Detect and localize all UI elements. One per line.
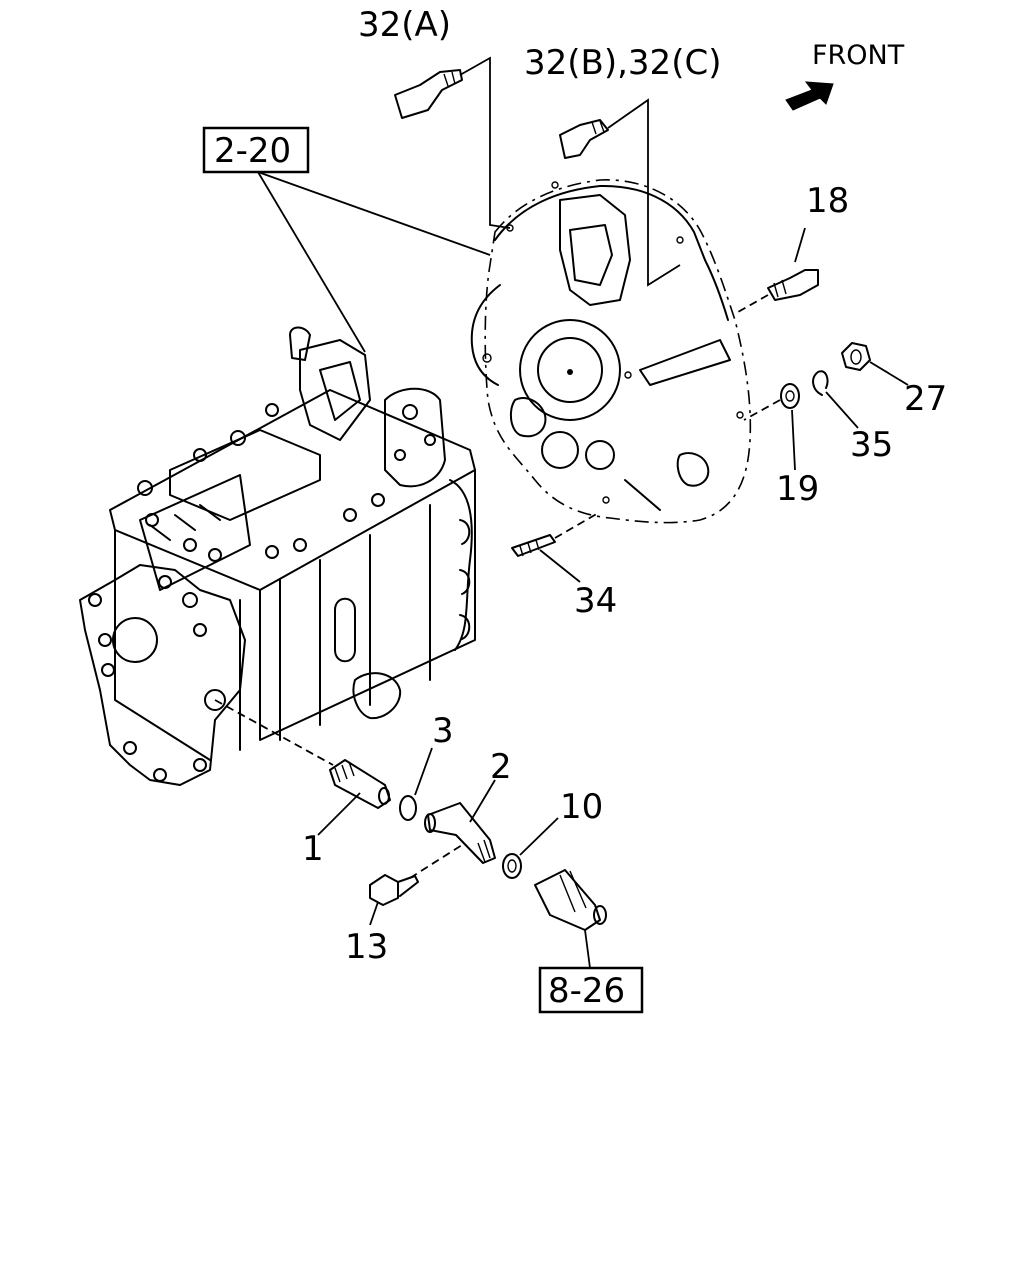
front-indicator: FRONT [785,40,905,111]
transmission-case [79,326,476,786]
part-1-driven-gear [329,759,391,809]
callout-34: 34 [574,581,617,621]
front-label: FRONT [812,40,905,71]
callout-32bc: 32(B),32(C) [524,43,721,83]
flywheel-housing [470,179,752,524]
callout-10: 10 [560,787,603,827]
ref-box-2-20: 2-20 [202,126,310,174]
part-34-stud [511,534,556,557]
ref-box-8-26: 8-26 [538,966,644,1014]
speed-sensor [534,869,607,931]
callout-3: 3 [432,711,454,751]
front-arrow-icon [785,81,834,111]
part-32bc-bolt [559,119,609,159]
callout-13: 13 [345,927,388,967]
callout-1: 1 [302,829,324,869]
part-32a-stud [394,69,463,119]
callout-18: 18 [806,181,849,221]
callout-35: 35 [850,425,893,465]
part-10-ring [502,853,522,879]
leader-lines [214,56,909,969]
ref-box-2-20-text: 2-20 [214,131,291,171]
callout-19: 19 [776,469,819,509]
part-2-sleeve [424,802,496,864]
part-19-washer [780,383,800,409]
ref-box-8-26-text: 8-26 [548,971,625,1011]
part-27-nut [841,342,871,371]
part-18-bolt [767,269,819,301]
part-35-clip [812,370,829,396]
callout-32a: 32(A) [358,5,451,45]
part-13-bolt [369,874,419,906]
callout-27: 27 [904,379,947,419]
callout-2: 2 [490,747,512,787]
part-3-o-ring [399,795,417,821]
